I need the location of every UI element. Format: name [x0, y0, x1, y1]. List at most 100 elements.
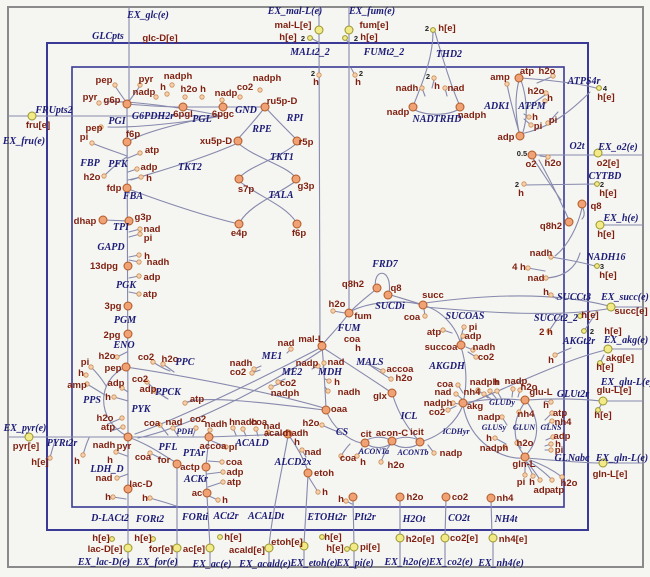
metabolite-label: h2o: [181, 84, 198, 95]
external-metabolite-node: [314, 25, 324, 35]
reaction-label: EX_lac-D(e): [77, 557, 130, 568]
metabolite-label: atp: [143, 289, 157, 300]
reaction-label: SUCCt2_2: [534, 313, 578, 324]
metabolite-label: adp: [554, 431, 571, 442]
reaction-label: TALA: [268, 190, 293, 201]
reaction-label: EX_acald(e): [238, 559, 291, 570]
reaction-label: FBA: [122, 191, 143, 202]
reaction-label: MALt2_2: [289, 47, 329, 58]
metabolite-label: h[e]: [599, 270, 616, 281]
cofactor-node: [257, 87, 263, 93]
stoich-label: 2: [311, 69, 315, 78]
metabolite-label: g3p: [135, 212, 152, 223]
external-metabolite-node: [109, 536, 115, 542]
external-metabolite-node: [593, 148, 603, 158]
cofactor-node: [487, 388, 493, 394]
metabolite-node: [577, 199, 587, 209]
metabolite-label: h: [142, 493, 148, 504]
reaction-label: PPC: [176, 357, 195, 368]
metabolite-label: h[e]: [596, 362, 613, 373]
reaction-label: ME2: [281, 367, 303, 378]
metabolite-label: fdp: [107, 183, 122, 194]
metabolite-label: nadh: [93, 440, 116, 451]
reaction-label: ACONTb: [396, 448, 428, 457]
metabolite-label: 6pgl: [173, 109, 193, 120]
metabolite-label: akg: [467, 401, 484, 412]
metabolite-label: atp: [227, 477, 241, 488]
cofactor-node: [481, 391, 487, 397]
metabolite-node: [418, 300, 428, 310]
cofactor-node: [514, 440, 520, 446]
cofactor-node: [219, 97, 225, 103]
metabolite-label: adp: [465, 331, 482, 342]
metabolite-label: h: [105, 392, 111, 403]
metabolite-label: nh4[e]: [499, 534, 528, 545]
cofactor-node: [510, 386, 516, 392]
metabolite-label: glu-L[e]: [597, 385, 632, 396]
metabolite-label: pi: [549, 115, 557, 126]
reaction-label: GLCpts: [92, 31, 124, 42]
reaction-label: PPS: [83, 395, 101, 406]
metabolite-label: atp: [520, 66, 534, 77]
stoich-label: 2: [359, 69, 363, 78]
reaction-label: PGL: [192, 114, 211, 125]
metabolite-node: [260, 102, 270, 112]
pathway-edge: [554, 347, 572, 356]
cofactor-node: [343, 498, 349, 504]
cofactor-node: [550, 73, 556, 79]
reaction-label: ETOHt2r: [306, 512, 346, 523]
stoich-label: 4: [603, 84, 608, 93]
metabolite-label: nadph: [424, 398, 453, 409]
cofactor-node: [193, 425, 199, 431]
metabolite-label: nadph: [253, 73, 282, 84]
metabolite-node: [383, 290, 393, 300]
external-metabolite-node: [344, 25, 354, 35]
metabolite-label: etoh: [314, 468, 334, 479]
metabolite-label: h: [222, 495, 228, 506]
external-metabolite-node: [430, 27, 436, 33]
reaction-label: PGM: [114, 315, 137, 326]
cofactor-node: [316, 72, 322, 78]
pathway-edge: [464, 349, 607, 406]
pathway-edge: [237, 142, 296, 178]
cofactor-node: [455, 382, 461, 388]
metabolite-label: amp: [67, 380, 87, 391]
metabolite-node: [455, 102, 465, 112]
stoich-label: 2: [426, 72, 430, 81]
cofactor-node: [253, 426, 259, 432]
metabolite-label: co2: [138, 352, 154, 363]
metabolite-label: accoa: [200, 441, 228, 452]
metabolite-label: nh4: [555, 417, 573, 428]
pathway-edge: [462, 404, 524, 459]
cofactor-node: [521, 181, 527, 187]
cofactor-node: [548, 447, 554, 453]
reaction-label: GLUt2r: [557, 389, 589, 400]
pathway-edge: [103, 156, 128, 177]
external-metabolite-node: [319, 534, 325, 540]
metabolite-node: [317, 341, 327, 351]
cofactor-node: [543, 275, 549, 281]
external-metabolite-node: [598, 396, 608, 406]
cofactor-node: [380, 368, 386, 374]
metabolite-node: [387, 388, 397, 398]
metabolite-label: nadph: [458, 110, 487, 121]
reaction-label: PFL: [159, 442, 178, 453]
reaction-label: CS: [336, 427, 349, 438]
metabolite-label: q8: [390, 283, 401, 294]
metabolite-label: pep: [86, 123, 103, 134]
metabolite-label: co2: [237, 82, 253, 93]
pathway-edge: [186, 399, 325, 411]
metabolite-node: [234, 219, 244, 229]
pathway-edge: [103, 101, 223, 117]
pathway-edge: [526, 457, 602, 464]
reaction-label: FORt2: [135, 514, 164, 525]
metabolite-node: [292, 219, 302, 229]
metabolite-node: [123, 329, 133, 339]
metabolite-label: nadh: [286, 428, 309, 439]
pathway-edge: [519, 91, 591, 135]
reaction-label: PYK: [132, 404, 152, 415]
metabolite-label: coa: [344, 334, 361, 345]
metabolite-label: h2o: [84, 172, 101, 183]
pathway-edge: [91, 142, 128, 157]
external-metabolite-node: [349, 542, 359, 552]
